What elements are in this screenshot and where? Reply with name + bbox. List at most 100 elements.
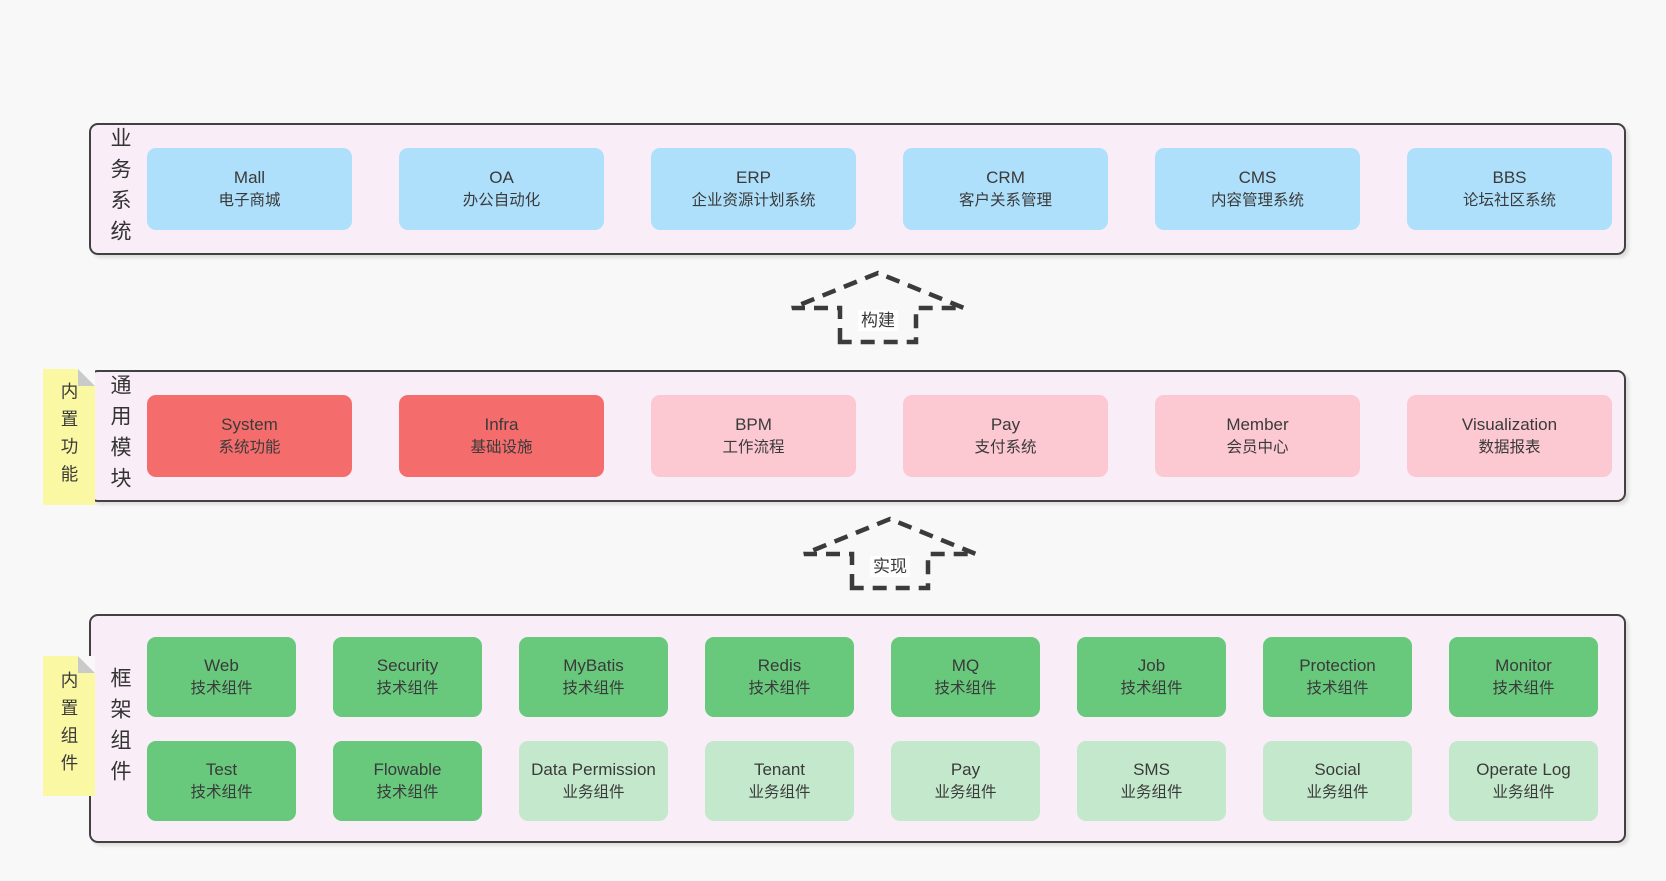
- layer-label-framework-components: 框架组件: [108, 666, 131, 791]
- framework-card-row-2: Test 技术组件 Flowable 技术组件 Data Permission …: [147, 740, 1624, 821]
- card-title: Monitor: [1495, 655, 1552, 675]
- card-visualization: Visualization 数据报表: [1407, 395, 1612, 477]
- card-system: System 系统功能: [147, 395, 352, 477]
- card-title: Test: [205, 759, 238, 779]
- business-card-row: Mall 电子商城 OA 办公自动化 ERP 企业资源计划系统 CRM 客户关系…: [147, 148, 1624, 230]
- card-title: Flowable: [373, 759, 442, 779]
- card-subtitle: 技术组件: [376, 783, 439, 801]
- card-social: Social 业务组件: [1263, 740, 1412, 821]
- card-sms: SMS 业务组件: [1077, 740, 1226, 821]
- arrow-implement-label: 实现: [870, 556, 910, 577]
- framework-cards: Web 技术组件 Security 技术组件 MyBatis 技术组件 Redi…: [147, 636, 1624, 821]
- card-title: Job: [1137, 655, 1166, 675]
- card-subtitle: 技术组件: [1306, 679, 1369, 697]
- card-title: OA: [489, 168, 514, 187]
- card-title: SMS: [1133, 759, 1170, 779]
- card-title: System: [221, 415, 278, 434]
- card-title: Pay: [950, 759, 981, 779]
- card-subtitle: 支付系统: [974, 439, 1037, 456]
- card-flowable: Flowable 技术组件: [333, 740, 482, 821]
- card-title: Protection: [1299, 655, 1376, 675]
- card-member: Member 会员中心: [1155, 395, 1360, 477]
- card-subtitle: 业务组件: [1306, 783, 1369, 801]
- up-arrow-dashed-icon: [803, 516, 977, 591]
- card-subtitle: 会员中心: [1226, 439, 1289, 456]
- card-title: Social: [1314, 759, 1361, 779]
- card-subtitle: 办公自动化: [462, 192, 541, 209]
- sticky-note-builtin-components: 内置组件: [43, 656, 95, 796]
- card-subtitle: 企业资源计划系统: [691, 192, 816, 209]
- card-crm: CRM 客户关系管理: [903, 148, 1108, 230]
- card-title: MyBatis: [563, 655, 624, 675]
- card-title: BBS: [1492, 168, 1527, 187]
- card-mall: Mall 电子商城: [147, 148, 352, 230]
- card-subtitle: 客户关系管理: [958, 192, 1052, 209]
- card-web: Web 技术组件: [147, 636, 296, 717]
- sticky-fold-icon: [78, 369, 95, 386]
- card-subtitle: 业务组件: [1120, 783, 1183, 801]
- card-protection: Protection 技术组件: [1263, 636, 1412, 717]
- card-title: Data Permission: [531, 759, 656, 779]
- layer-label-common-modules: 通用模块: [108, 374, 131, 498]
- card-cms: CMS 内容管理系统: [1155, 148, 1360, 230]
- card-subtitle: 技术组件: [748, 679, 811, 697]
- card-subtitle: 业务组件: [1492, 783, 1555, 801]
- layer-common-modules: 内置功能 通用模块 System 系统功能 Infra 基础设施 BPM 工作流…: [43, 369, 1626, 505]
- card-redis: Redis 技术组件: [705, 636, 854, 717]
- card-title: Mall: [233, 168, 266, 187]
- card-title: Infra: [484, 415, 519, 434]
- card-subtitle: 数据报表: [1478, 439, 1541, 456]
- card-title: Operate Log: [1476, 759, 1571, 779]
- card-title: ERP: [736, 168, 771, 187]
- card-subtitle: 技术组件: [376, 679, 439, 697]
- sticky-note-label: 内置组件: [59, 671, 79, 781]
- up-arrow-dashed-icon: [791, 270, 965, 345]
- card-subtitle: 技术组件: [1492, 679, 1555, 697]
- card-subtitle: 系统功能: [218, 439, 281, 456]
- layer-label-business-systems: 业务系统: [108, 127, 131, 251]
- card-monitor: Monitor 技术组件: [1449, 636, 1598, 717]
- card-bbs: BBS 论坛社区系统: [1407, 148, 1612, 230]
- card-title: Pay: [990, 415, 1021, 434]
- card-erp: ERP 企业资源计划系统: [651, 148, 856, 230]
- layer-business-systems: 业务系统 Mall 电子商城 OA 办公自动化 ERP 企业资源计划系统 CRM…: [89, 123, 1626, 255]
- framework-card-row-1: Web 技术组件 Security 技术组件 MyBatis 技术组件 Redi…: [147, 636, 1624, 717]
- card-title: CMS: [1238, 168, 1277, 187]
- card-title: Visualization: [1461, 415, 1558, 434]
- card-pay-component: Pay 业务组件: [891, 740, 1040, 821]
- card-subtitle: 论坛社区系统: [1462, 192, 1556, 209]
- arrow-implement: 实现: [798, 514, 982, 592]
- layer-framework-components: 内置组件 框架组件 Web 技术组件 Security 技术组件 MyBatis…: [43, 614, 1626, 843]
- card-oa: OA 办公自动化: [399, 148, 604, 230]
- card-title: Member: [1226, 415, 1289, 434]
- card-subtitle: 技术组件: [562, 679, 625, 697]
- module-card-row: System 系统功能 Infra 基础设施 BPM 工作流程 Pay 支付系统…: [147, 395, 1624, 477]
- business-cards: Mall 电子商城 OA 办公自动化 ERP 企业资源计划系统 CRM 客户关系…: [147, 148, 1624, 230]
- card-subtitle: 基础设施: [470, 439, 533, 456]
- card-subtitle: 业务组件: [934, 783, 997, 801]
- card-title: Security: [376, 655, 439, 675]
- card-data-permission: Data Permission 业务组件: [519, 740, 668, 821]
- sticky-note-label: 内置功能: [59, 382, 79, 492]
- card-tenant: Tenant 业务组件: [705, 740, 854, 821]
- card-subtitle: 技术组件: [934, 679, 997, 697]
- card-subtitle: 业务组件: [562, 783, 625, 801]
- card-subtitle: 技术组件: [1120, 679, 1183, 697]
- arrow-build: 构建: [786, 268, 970, 346]
- card-subtitle: 工作流程: [722, 439, 785, 456]
- card-subtitle: 业务组件: [748, 783, 811, 801]
- card-security: Security 技术组件: [333, 636, 482, 717]
- card-subtitle: 内容管理系统: [1210, 192, 1304, 209]
- card-title: Web: [204, 655, 239, 675]
- sticky-note-builtin-features: 内置功能: [43, 369, 95, 505]
- card-title: BPM: [735, 415, 772, 434]
- card-title: CRM: [986, 168, 1025, 187]
- card-job: Job 技术组件: [1077, 636, 1226, 717]
- arrow-build-label: 构建: [858, 310, 898, 331]
- card-mybatis: MyBatis 技术组件: [519, 636, 668, 717]
- card-subtitle: 技术组件: [190, 783, 253, 801]
- card-infra: Infra 基础设施: [399, 395, 604, 477]
- sticky-fold-icon: [78, 656, 95, 673]
- card-pay-module: Pay 支付系统: [903, 395, 1108, 477]
- card-title: Tenant: [753, 759, 806, 779]
